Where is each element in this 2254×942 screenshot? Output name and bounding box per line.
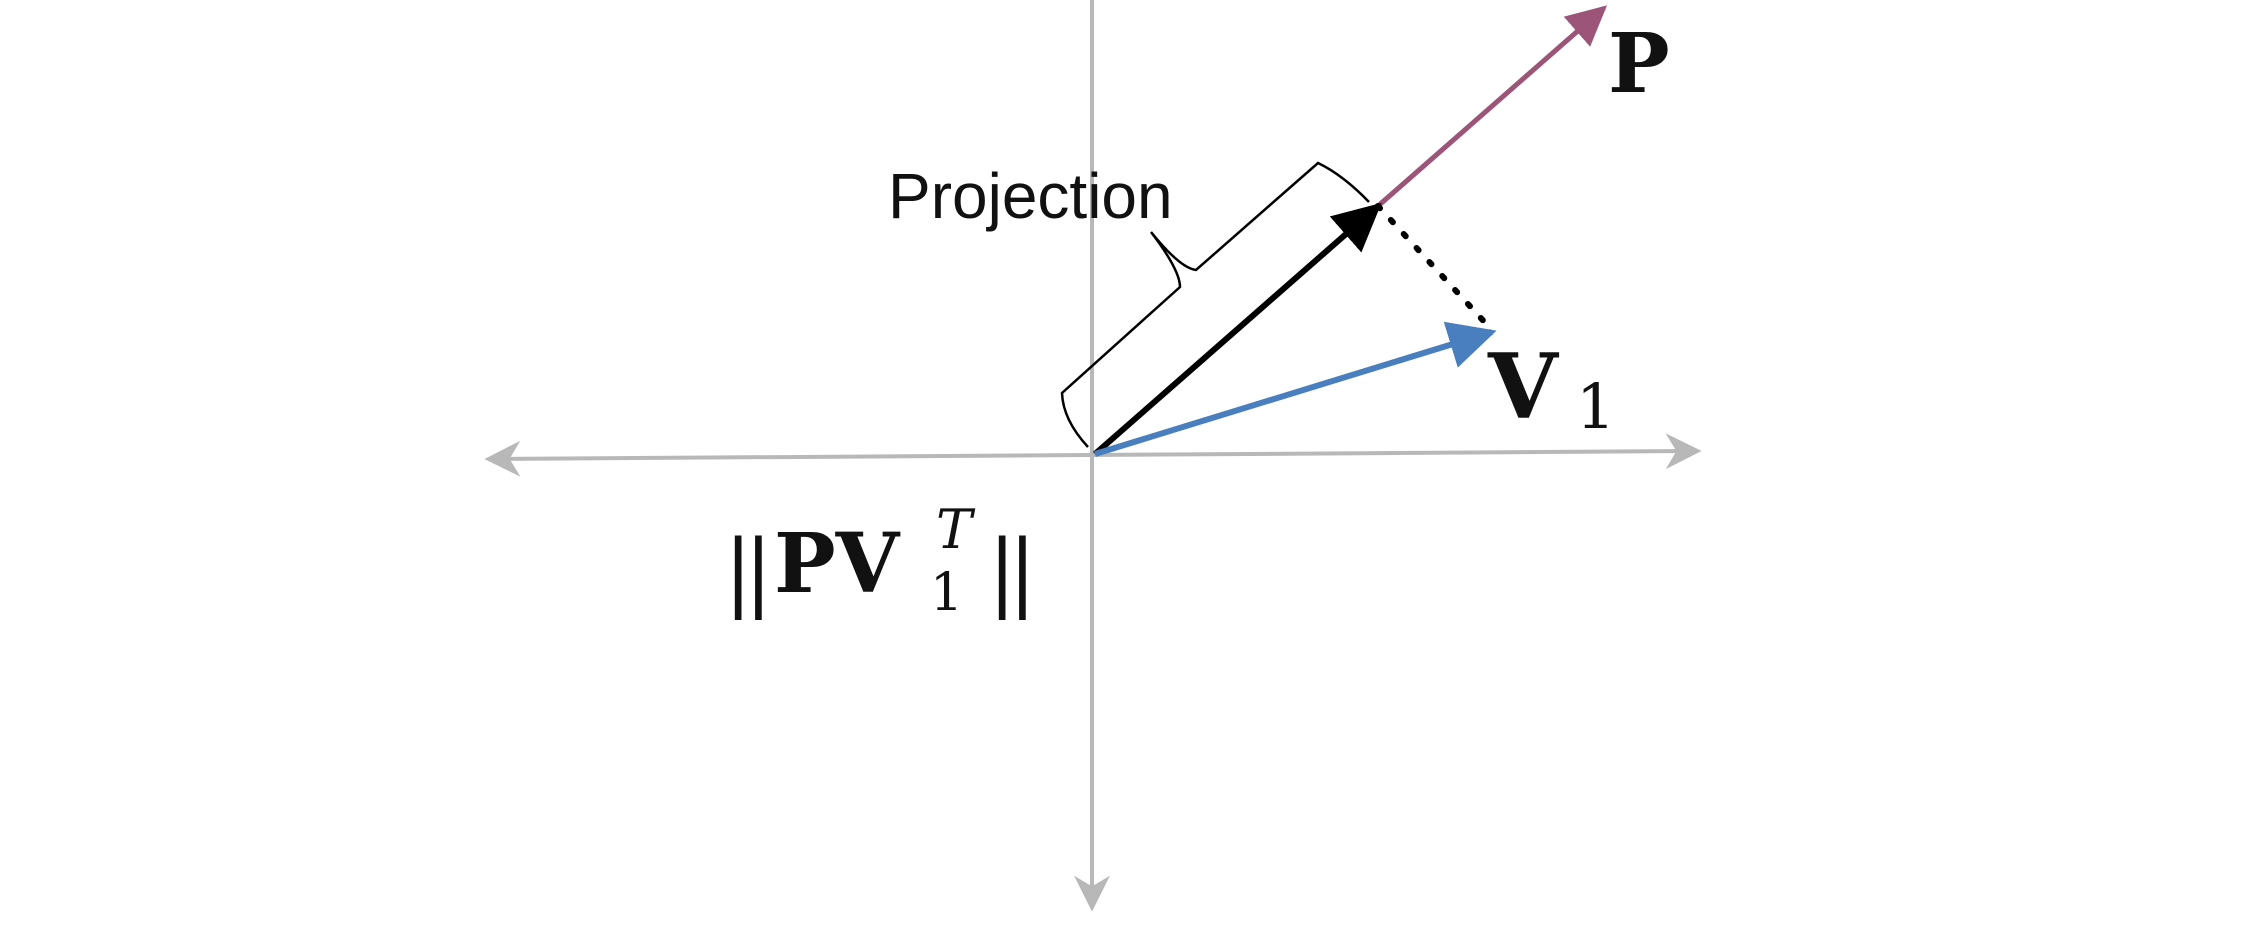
formula-right-bars: ||: [988, 522, 1029, 620]
formula-superscript: T: [936, 498, 976, 561]
projection-label: Projection: [888, 160, 1173, 232]
projection-bracket: [1060, 161, 1370, 448]
vector-p-label: P: [1608, 16, 1670, 112]
vector-v1-arrow: [1094, 321, 1497, 457]
formula-main: PV: [774, 516, 901, 612]
projection-norm-formula: || PV T 1 ||: [724, 498, 1037, 623]
formula-left-bars: ||: [724, 522, 765, 620]
formula-subscript: 1: [930, 563, 963, 623]
vector-v1-label: V: [1487, 334, 1560, 440]
x-axis: [484, 433, 1702, 477]
vector-v1-subscript: 1: [1576, 370, 1615, 443]
perpendicular-dotted-line: [1375, 203, 1493, 331]
projection-vector-arrow: [1093, 202, 1382, 457]
